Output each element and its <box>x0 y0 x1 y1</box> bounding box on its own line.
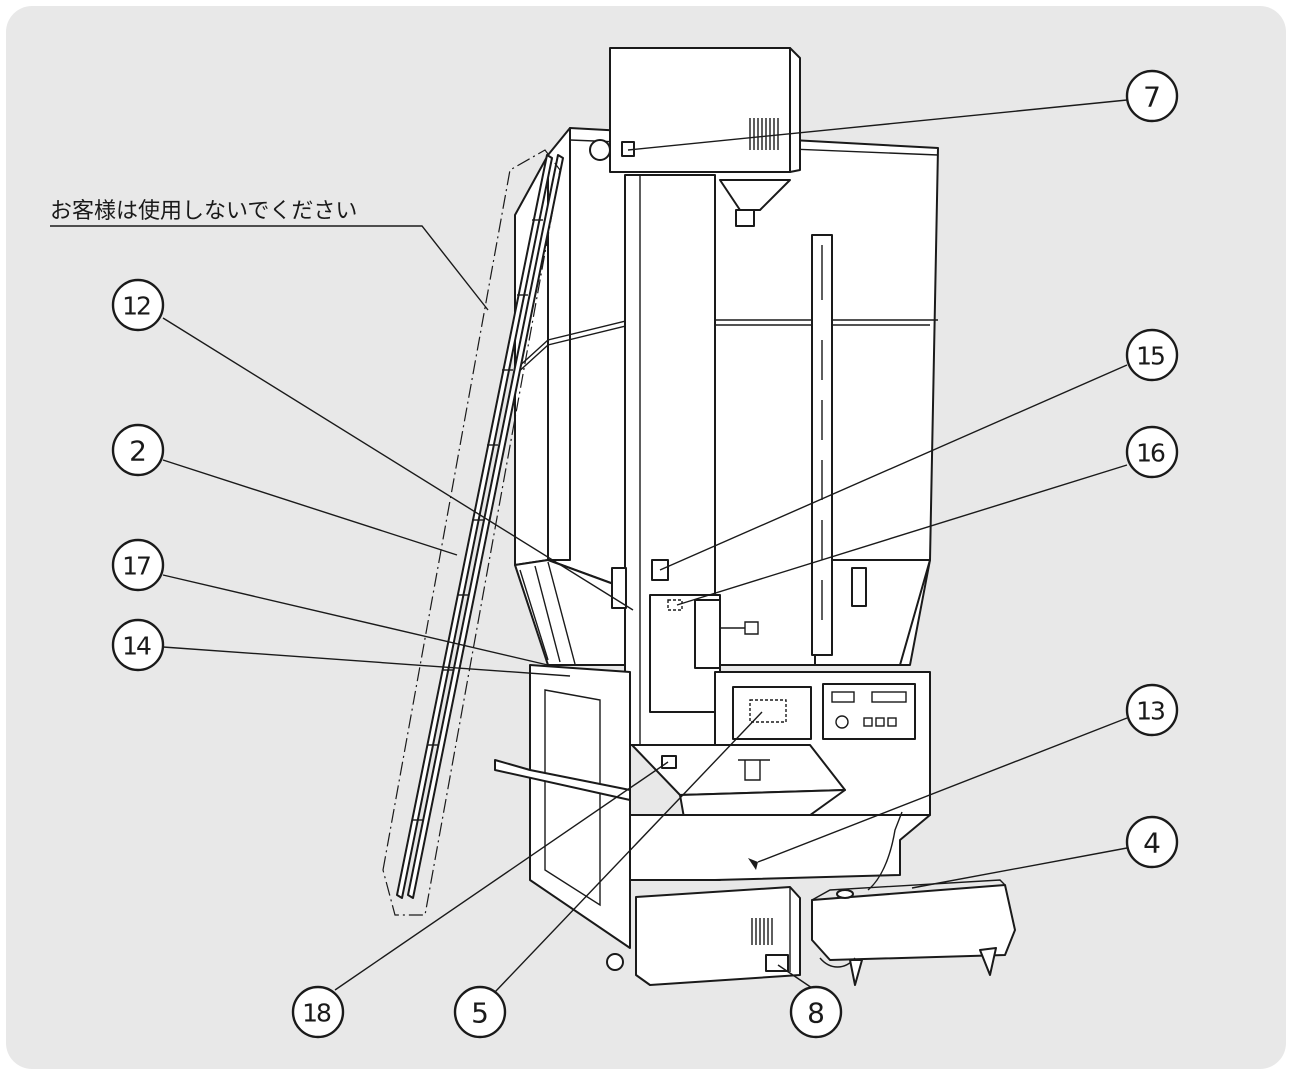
leader-16 <box>676 464 1128 606</box>
leader-14 <box>162 646 571 677</box>
tank-legs <box>849 947 997 986</box>
callout-4: 4 <box>1125 815 1179 869</box>
control-display-window <box>732 686 812 740</box>
svg-text:7: 7 <box>1143 81 1161 114</box>
fuel-hose <box>867 811 903 891</box>
moisture-meter-label <box>667 599 683 611</box>
top-box-vent <box>749 118 779 150</box>
grain-dryer-illustration <box>382 47 1016 986</box>
ladder-rail-right <box>407 154 564 899</box>
note-text: お客様は使用しないでください <box>50 199 357 224</box>
burner-label <box>765 954 789 972</box>
middle-band-edge <box>514 324 930 376</box>
svg-text:2: 2 <box>129 435 147 468</box>
fuel-cap <box>836 889 854 899</box>
leader-12 <box>162 317 634 611</box>
meter-handle <box>720 621 759 635</box>
leader-lines <box>162 99 1128 993</box>
middle-band <box>514 319 938 371</box>
leader-5 <box>494 711 763 993</box>
leader-13-arrow <box>748 858 758 870</box>
callouts: 7 12 15 2 16 17 14 13 4 18 5 8 <box>111 69 1179 1039</box>
svg-text:16: 16 <box>1136 439 1165 468</box>
ladder-rail-left <box>396 154 553 899</box>
svg-text:17: 17 <box>122 552 150 581</box>
ladder-rungs <box>412 219 543 821</box>
callout-7: 7 <box>1125 69 1179 123</box>
top-motor-box <box>609 47 791 173</box>
svg-text:8: 8 <box>807 997 825 1030</box>
lower-frame-inner <box>544 689 601 907</box>
callout-12: 12 <box>111 278 165 332</box>
svg-text:15: 15 <box>1136 342 1164 371</box>
leader-7 <box>627 99 1128 151</box>
ladder-outline <box>382 149 561 916</box>
right-side-bracket <box>851 567 867 607</box>
moisture-meter-panel <box>694 599 721 669</box>
callout-15: 15 <box>1125 328 1179 382</box>
callout-17: 17 <box>111 538 165 592</box>
callout-2: 2 <box>111 423 165 477</box>
burner-vent <box>751 918 773 945</box>
svg-text:4: 4 <box>1143 827 1161 860</box>
callout-14: 14 <box>111 618 165 672</box>
svg-text:13: 13 <box>1136 697 1164 726</box>
svg-text:12: 12 <box>122 292 150 321</box>
callout-18: 18 <box>291 985 345 1039</box>
callout-16: 16 <box>1125 425 1179 479</box>
top-spout-tip <box>735 209 755 227</box>
left-side-bracket <box>611 567 627 609</box>
callout-8: 8 <box>789 985 843 1039</box>
base-skirt <box>629 814 931 881</box>
callout-5: 5 <box>453 985 507 1039</box>
leader-8 <box>777 964 816 991</box>
hopper-ribs <box>519 561 576 665</box>
leader-13 <box>757 717 1128 863</box>
leader-17 <box>162 574 553 667</box>
callout-13: 13 <box>1125 683 1179 737</box>
top-pulley <box>589 139 611 161</box>
lower-hopper-right <box>814 559 931 666</box>
svg-text:18: 18 <box>302 999 331 1028</box>
leader-15 <box>659 364 1128 571</box>
caster-wheel <box>606 953 624 971</box>
svg-text:14: 14 <box>122 632 151 661</box>
step-platform <box>494 759 631 801</box>
leader-4 <box>911 847 1128 889</box>
top-motor-box-side <box>789 47 801 173</box>
leader-2 <box>162 459 458 556</box>
svg-text:5: 5 <box>471 997 489 1030</box>
level-window-strip <box>811 234 833 656</box>
hopper-label <box>661 755 677 769</box>
top-spout <box>719 179 791 211</box>
hopper-handle <box>738 759 770 781</box>
control-panel-buttons <box>822 683 916 740</box>
leader-18 <box>334 761 669 991</box>
note-leader <box>50 225 489 311</box>
control-warning-label <box>749 699 787 723</box>
